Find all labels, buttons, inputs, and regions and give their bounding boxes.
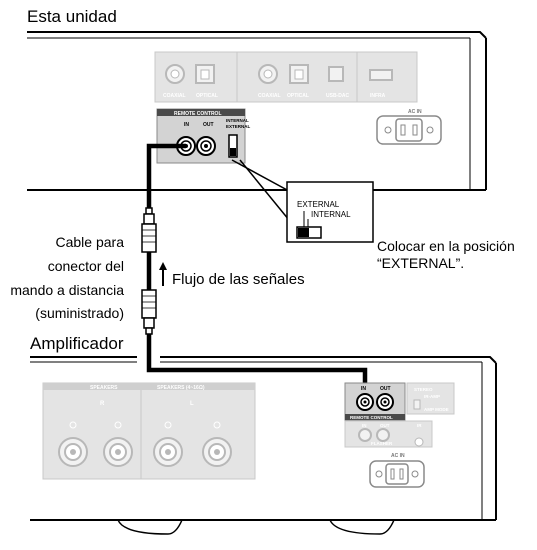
amp-remote-control-block: REMOTE CONTROL IN OUT <box>344 382 406 421</box>
svg-text:INTERNAL: INTERNAL <box>226 118 249 123</box>
zoom-internal-label: INTERNAL <box>311 210 351 219</box>
svg-text:OPTICAL: OPTICAL <box>196 93 218 99</box>
amplifier-chassis <box>30 356 497 535</box>
position-note: Colocar en la posición “EXTERNAL”. <box>377 238 515 271</box>
svg-text:FLASHER: FLASHER <box>371 441 393 446</box>
unit-back-panel: COAXIAL OPTICAL COAXIAL OPTICAL USB-DAC … <box>154 51 418 103</box>
svg-text:SPEAKERS (4~16Ω): SPEAKERS (4~16Ω) <box>157 385 205 391</box>
svg-text:conector del: conector del <box>48 258 124 274</box>
unit-remote-control-block: REMOTE CONTROL IN OUT INTERNAL EXTERNAL <box>156 108 251 164</box>
infra-port <box>369 69 393 81</box>
amp-ac-inlet: AC IN <box>369 453 425 488</box>
svg-text:AMP MODE: AMP MODE <box>424 407 449 412</box>
amplifier-title: Amplificador <box>30 334 124 353</box>
cable-label: Cable para conector del mando a distanci… <box>10 234 124 321</box>
svg-text:IN: IN <box>184 122 189 128</box>
svg-text:IN: IN <box>362 423 367 428</box>
svg-text:L: L <box>190 401 194 407</box>
amp-mode-block: STEREO IR-AMP AMP MODE <box>406 382 455 415</box>
speaker-terminal-l-minus <box>202 421 232 467</box>
svg-text:(suministrado): (suministrado) <box>35 305 124 321</box>
signal-flow-label: Flujo de las señales <box>172 271 305 288</box>
svg-text:OUT: OUT <box>203 122 214 128</box>
speaker-terminal-l-plus <box>153 421 183 467</box>
svg-text:OUT: OUT <box>380 423 390 428</box>
usb-dac-port <box>328 66 344 82</box>
unit-chassis <box>27 31 487 191</box>
svg-text:OUT: OUT <box>380 386 391 392</box>
unit-title: Esta unidad <box>27 7 117 26</box>
svg-text:COAXIAL: COAXIAL <box>163 93 186 99</box>
cable-plug-lower <box>141 289 157 335</box>
switch-zoom-callout: EXTERNAL INTERNAL <box>231 159 374 243</box>
flasher-block: IN OUT IR FLASHER <box>344 420 433 448</box>
svg-text:“EXTERNAL”.: “EXTERNAL”. <box>377 255 464 271</box>
svg-text:IR: IR <box>417 423 422 428</box>
svg-text:IR-AMP: IR-AMP <box>424 394 440 399</box>
unit-rc-switch <box>228 134 238 158</box>
speaker-terminal-r-minus <box>58 421 88 467</box>
signal-flow: Flujo de las señales <box>159 262 305 288</box>
speaker-terminal-r-plus <box>103 421 133 467</box>
svg-text:AC IN: AC IN <box>391 453 405 459</box>
svg-text:EXTERNAL: EXTERNAL <box>226 124 251 129</box>
svg-text:IN: IN <box>361 386 366 392</box>
svg-text:REMOTE CONTROL: REMOTE CONTROL <box>174 111 222 117</box>
svg-text:Cable para: Cable para <box>56 234 125 250</box>
speaker-terminals: SPEAKERS SPEAKERS (4~16Ω) R L <box>42 382 256 480</box>
unit-ac-inlet: AC IN <box>376 109 442 145</box>
svg-text:INFRA: INFRA <box>370 93 386 99</box>
svg-text:STEREO: STEREO <box>414 387 433 392</box>
svg-text:COAXIAL: COAXIAL <box>258 93 281 99</box>
remote-control-cable <box>141 143 368 399</box>
svg-text:SPEAKERS: SPEAKERS <box>90 385 118 391</box>
zoom-external-label: EXTERNAL <box>297 200 340 209</box>
svg-text:mando a distancia: mando a distancia <box>10 282 124 298</box>
svg-text:REMOTE CONTROL: REMOTE CONTROL <box>350 415 393 420</box>
svg-text:R: R <box>100 401 105 407</box>
svg-text:Colocar en la posición: Colocar en la posición <box>377 238 515 254</box>
cable-plug-upper <box>141 207 157 253</box>
svg-text:OPTICAL: OPTICAL <box>287 93 309 99</box>
svg-text:USB-DAC: USB-DAC <box>326 93 349 99</box>
svg-text:AC IN: AC IN <box>408 109 422 115</box>
